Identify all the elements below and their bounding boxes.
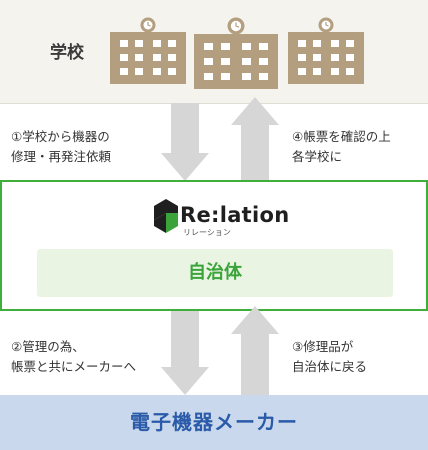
step-2-line-2: 帳票と共にメーカーへ	[11, 359, 137, 374]
arrow-down-school-to-municipality	[161, 103, 209, 181]
arrow-up-municipality-to-school	[231, 97, 279, 180]
step-4-line-2: 各学校に	[292, 149, 343, 164]
school-building-icon	[288, 17, 364, 84]
step-2-line-1: ②管理の為、	[11, 339, 85, 354]
maker-label: 電子機器メーカー	[130, 410, 298, 434]
arrow-down-municipality-to-maker	[161, 311, 209, 395]
step-2-text: ②管理の為、 帳票と共にメーカーへ	[11, 337, 136, 377]
school-label: 学校	[50, 43, 84, 63]
municipality-box: 自治体	[37, 249, 393, 297]
step-4-text: ④帳票を確認の上 各学校に	[292, 127, 391, 167]
school-building-icon	[110, 17, 186, 84]
maker-section: 電子機器メーカー	[0, 395, 428, 450]
school-building-icon	[194, 17, 278, 89]
step-3-line-2: 自治体に戻る	[292, 359, 368, 374]
step-3-line-1: ③修理品が	[292, 339, 354, 354]
relation-brand-name: Re:lation	[180, 203, 290, 227]
step-1-text: ①学校から機器の 修理・再発注依頼	[11, 127, 111, 167]
municipality-label: 自治体	[188, 262, 242, 283]
relation-logo-icon	[154, 199, 178, 233]
step-4-line-1: ④帳票を確認の上	[292, 129, 391, 144]
school-section: 学校	[0, 0, 428, 104]
step-1-line-2: 修理・再発注依頼	[11, 149, 112, 164]
arrow-up-maker-to-municipality	[231, 306, 279, 395]
step-3-text: ③修理品が 自治体に戻る	[292, 337, 367, 377]
relation-brand-kana: リレーション	[183, 228, 231, 237]
step-1-line-1: ①学校から機器の	[11, 129, 110, 144]
